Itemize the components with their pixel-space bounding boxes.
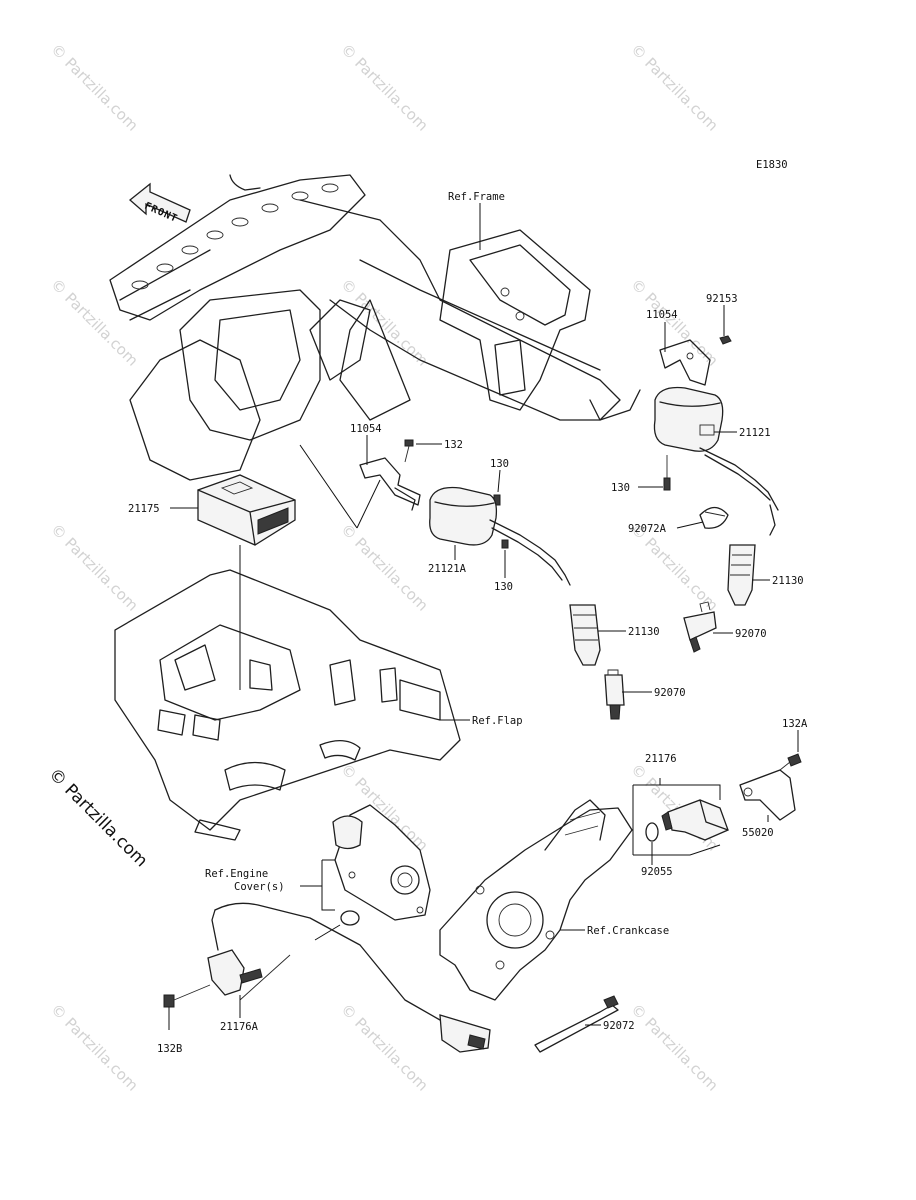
watermark: © Partzilla.com — [627, 1000, 722, 1095]
watermark: © Partzilla.com — [47, 40, 142, 135]
bolt-92153 — [719, 335, 732, 345]
ref-flap-label: Ref.Flap — [472, 715, 523, 727]
part-label-92072: 92072 — [603, 1020, 635, 1032]
crankcase — [439, 799, 633, 1001]
watermark: © Partzilla.com — [627, 40, 722, 135]
watermark: © Partzilla.com — [47, 275, 142, 370]
part-label-21175: 21175 — [128, 503, 160, 515]
brand-mark: © Partzilla.com — [44, 764, 151, 871]
bracket-11054-top — [659, 339, 711, 386]
part-label-21176: 21176 — [645, 753, 677, 765]
part-label-21130-mid: 21130 — [628, 626, 660, 638]
part-label-130-mid-b: 130 — [494, 581, 513, 593]
watermark: © Partzilla.com — [337, 1000, 432, 1095]
ref-engine-cover-label-1: Ref.Engine — [205, 868, 268, 880]
part-label-132a: 132A — [782, 718, 808, 730]
part-label-92055: 92055 — [641, 866, 673, 878]
ignition-coil-21121a — [429, 486, 571, 586]
spark-plug-92070-mid — [604, 669, 625, 720]
flap-tray — [114, 569, 461, 841]
clamp-92072a — [699, 506, 729, 529]
part-label-132: 132 — [444, 439, 463, 451]
part-label-130-right: 130 — [611, 482, 630, 494]
bracket-55020 — [739, 769, 796, 821]
part-label-92070-mid: 92070 — [654, 687, 686, 699]
bolt-132b — [163, 984, 211, 1008]
bolt-132 — [404, 439, 414, 463]
diagram-code: E1830 — [756, 159, 788, 171]
o-ring-92055 — [645, 822, 659, 842]
spark-plug-92070-right — [683, 601, 717, 653]
sensor-21176a — [207, 902, 491, 1053]
part-label-130-mid-a: 130 — [490, 458, 509, 470]
bolt-132a — [779, 753, 802, 771]
bracket-11054-mid — [359, 457, 421, 511]
part-label-21121a: 21121A — [428, 563, 467, 575]
ref-frame-label: Ref.Frame — [448, 191, 505, 203]
o-ring-cover — [340, 910, 360, 926]
watermark: © Partzilla.com — [47, 520, 142, 615]
engine-cover — [332, 804, 431, 921]
front-arrow-icon: FRONT — [128, 182, 191, 225]
ref-crankcase-label: Ref.Crankcase — [587, 925, 669, 937]
part-label-21130-right: 21130 — [772, 575, 804, 587]
bolt-130-right — [663, 455, 671, 491]
frame-structure — [109, 174, 641, 481]
ignition-coil-21121 — [653, 386, 779, 536]
ref-engine-cover-label-2: Cover(s) — [234, 881, 285, 893]
plug-cap-21130-mid — [569, 604, 601, 666]
frame-bracket — [439, 229, 591, 411]
part-label-11054-mid: 11054 — [350, 423, 382, 435]
plug-cap-21130-right — [727, 544, 756, 606]
part-label-132b: 132B — [157, 1043, 182, 1055]
part-label-21176a: 21176A — [220, 1021, 259, 1033]
part-label-11054-top: 11054 — [646, 309, 678, 321]
part-label-21121: 21121 — [739, 427, 771, 439]
sensor-21176 — [661, 799, 729, 841]
part-label-92153: 92153 — [706, 293, 738, 305]
watermark: © Partzilla.com — [337, 40, 432, 135]
watermark: © Partzilla.com — [337, 520, 432, 615]
watermark: © Partzilla.com — [627, 275, 722, 370]
ecu-21175 — [197, 474, 296, 546]
part-label-92072a: 92072A — [628, 523, 667, 535]
part-label-55020: 55020 — [742, 827, 774, 839]
cable-tie-92072 — [534, 995, 619, 1053]
watermark: © Partzilla.com — [47, 1000, 142, 1095]
part-label-92070-right: 92070 — [735, 628, 767, 640]
